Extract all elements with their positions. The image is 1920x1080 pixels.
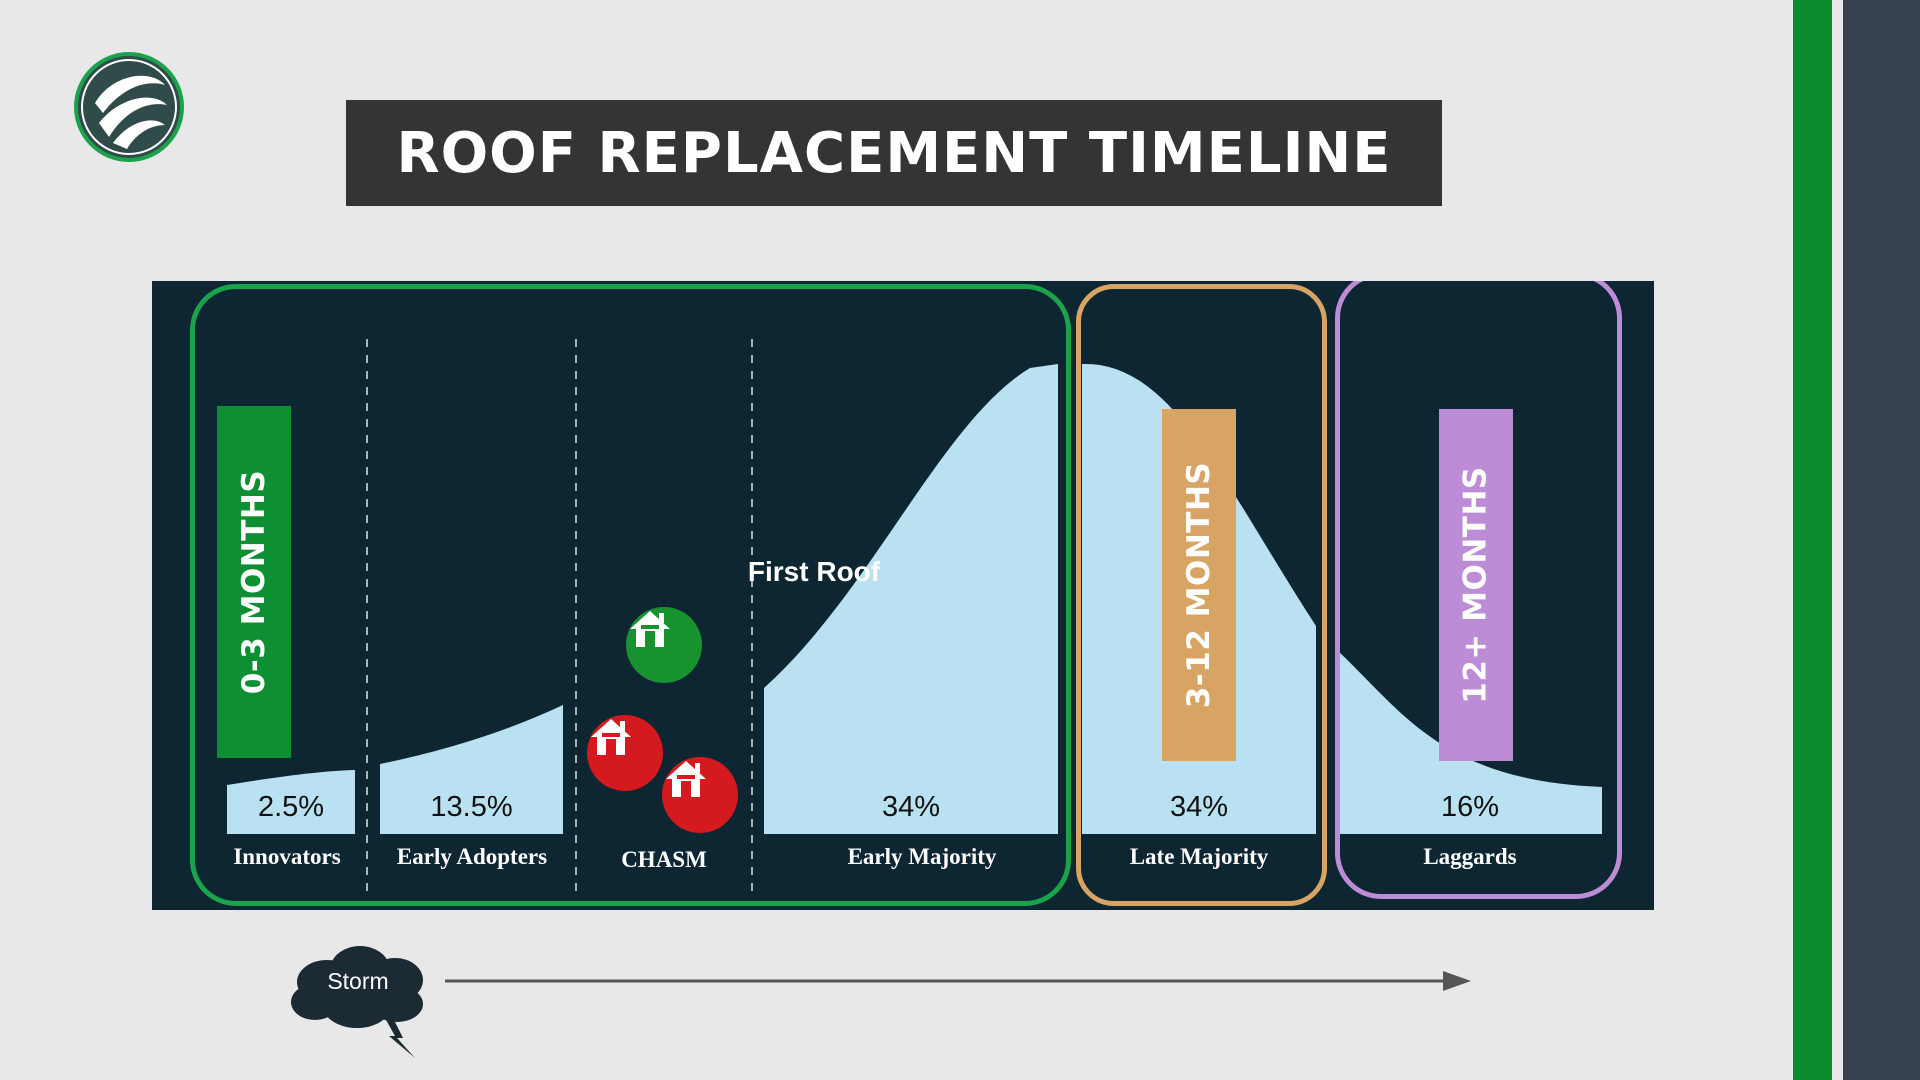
segment-laggards: Laggards	[1423, 844, 1517, 869]
house-icon	[630, 611, 670, 647]
curve-early-adopters	[380, 705, 563, 834]
arrow-icon	[1443, 971, 1471, 991]
segment-early-adopters: Early Adopters	[396, 844, 548, 869]
curve-early-majority	[764, 364, 1058, 834]
house-icon	[591, 719, 631, 755]
pct-late-majority: 34%	[1169, 791, 1229, 823]
side-stripe-gray	[1843, 0, 1920, 1080]
segment-late-majority: Late Majority	[1129, 844, 1269, 869]
first-roof-label: First Roof	[747, 556, 881, 587]
house-icon	[666, 761, 706, 797]
pct-early-majority: 34%	[881, 791, 941, 823]
segment-innovators: Innovators	[233, 844, 341, 869]
house-icon-green	[626, 607, 702, 683]
curve-innovators	[227, 770, 355, 834]
title-banner: ROOF REPLACEMENT TIMELINE	[346, 100, 1442, 206]
page-title: ROOF REPLACEMENT TIMELINE	[396, 120, 1392, 186]
storm-cloud-icon	[291, 946, 423, 1028]
lightning-icon	[385, 1018, 415, 1058]
storm-label: Storm	[327, 968, 389, 994]
storm-timeline	[291, 946, 1471, 1058]
side-stripe-green	[1793, 0, 1832, 1080]
segment-chasm: CHASM	[621, 847, 707, 872]
pct-innovators: 2.5%	[257, 791, 325, 823]
house-icon-red-1	[587, 715, 663, 791]
period-bar-12-plus: 12+ MONTHS	[1439, 409, 1513, 761]
period-bar-3-12: 3-12 MONTHS	[1162, 409, 1236, 761]
adoption-diagram: 0-3 MONTHS 3-12 MONTHS 12+ MONTHS 2.5% 1…	[152, 281, 1654, 910]
house-icon-red-2	[662, 757, 738, 833]
frame-0-3-months	[190, 284, 1071, 906]
diagram-graphics	[227, 339, 1602, 891]
pct-early-adopters: 13.5%	[430, 791, 513, 823]
period-bar-0-3: 0-3 MONTHS	[217, 406, 291, 758]
pct-laggards: 16%	[1440, 791, 1500, 823]
segment-early-majority: Early Majority	[847, 844, 997, 869]
frame-12-plus-months	[1335, 281, 1622, 899]
curve-laggards	[1338, 651, 1602, 834]
logo-icon	[74, 52, 184, 162]
frame-3-12-months	[1076, 284, 1327, 906]
